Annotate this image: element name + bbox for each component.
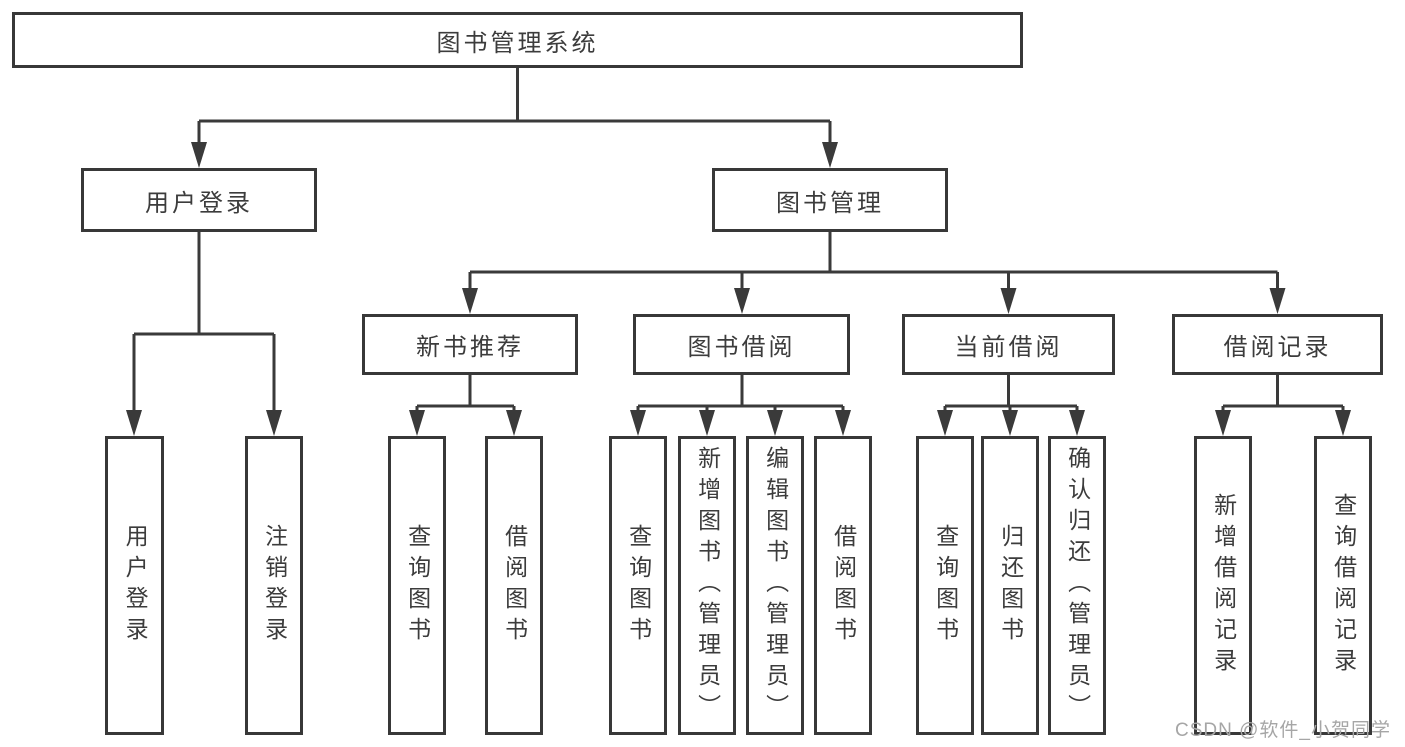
csdn-watermark: CSDN @软件_小贺同学 [1175,720,1391,741]
leaf-label: 用户登录 [122,523,149,648]
node-borrow-records: 借阅记录 [1172,314,1383,375]
leaf-bb-add-books-admin: 新增图书（管理员） [678,436,736,735]
leaf-cb-confirm-return-admin: 确认归还（管理员） [1048,436,1106,735]
leaf-bb-borrow-books: 借阅图书 [814,436,872,735]
leaf-label: 借阅图书 [501,523,528,648]
leaf-bb-query-books: 查询图书 [609,436,667,735]
connector-book-borrow-to-leaves [630,375,851,436]
node-user-login: 用户登录 [81,168,317,232]
node-new-book-recommend: 新书推荐 [362,314,578,375]
leaf-user-login: 用户登录 [105,436,164,735]
leaf-label: 新增图书（管理员） [694,446,721,725]
connector-book-management-to-level3 [462,232,1286,314]
leaf-label: 归还图书 [997,523,1024,648]
leaf-label: 确认归还（管理员） [1064,446,1091,725]
connector-root-to-level2 [191,68,838,168]
leaf-label: 查询图书 [625,523,652,648]
leaf-label: 借阅图书 [830,523,857,648]
connector-user-login-to-leaves [126,232,282,436]
leaf-label: 注销登录 [261,523,288,648]
leaf-label: 新增借阅记录 [1210,492,1237,679]
leaf-bb-edit-books-admin: 编辑图书（管理员） [746,436,804,735]
node-book-borrow: 图书借阅 [633,314,850,375]
leaf-rec-borrow-books: 借阅图书 [485,436,543,735]
connector-current-borrow-to-leaves [937,375,1085,436]
leaf-cb-query-books: 查询图书 [916,436,974,735]
leaf-logout: 注销登录 [245,436,303,735]
leaf-label: 查询借阅记录 [1330,492,1357,679]
node-current-borrow: 当前借阅 [902,314,1115,375]
connector-new-book-recommend-to-leaves [409,375,522,436]
node-root: 图书管理系统 [12,12,1023,68]
leaf-br-query-record: 查询借阅记录 [1314,436,1372,735]
leaf-label: 查询图书 [932,523,959,648]
leaf-label: 编辑图书（管理员） [762,446,789,725]
connector-borrow-records-to-leaves [1215,375,1351,436]
leaf-br-add-record: 新增借阅记录 [1194,436,1252,735]
node-book-management: 图书管理 [712,168,948,232]
leaf-label: 查询图书 [404,523,431,648]
leaf-cb-return-books: 归还图书 [981,436,1039,735]
leaf-rec-query-books: 查询图书 [388,436,446,735]
